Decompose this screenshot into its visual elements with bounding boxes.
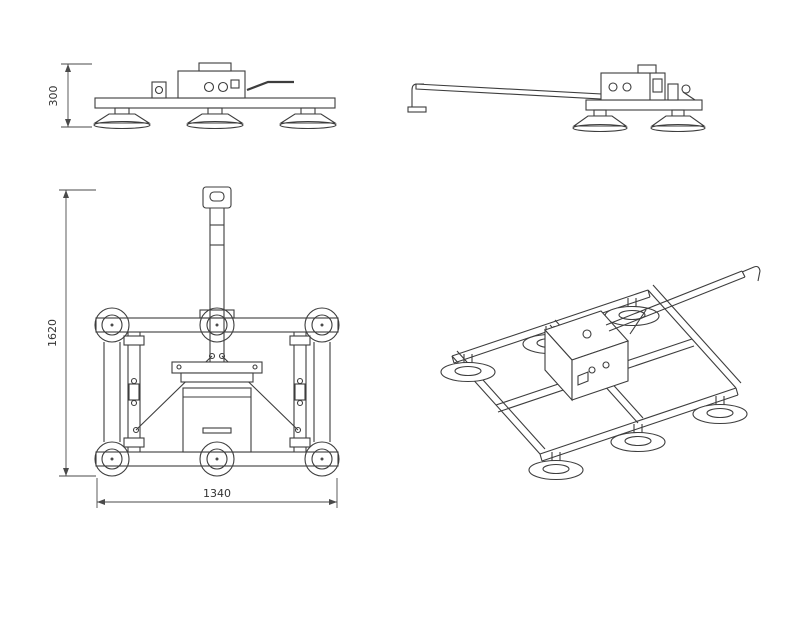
control-box-3d: [544, 310, 629, 402]
mast: [199, 208, 235, 376]
suction-cup: [94, 441, 130, 477]
body-beam: [585, 99, 703, 111]
view-side-elevation: 300: [47, 62, 337, 130]
suction-cup: [304, 441, 340, 477]
dimension-front-height: 1620: [46, 189, 96, 477]
suction-cup: [650, 109, 706, 133]
lifting-arm: [605, 265, 761, 335]
suction-cup: [692, 396, 748, 425]
suction-cup: [528, 452, 584, 481]
suction-cup: [610, 424, 666, 453]
lifting-eye: [151, 81, 167, 99]
suction-cup: [186, 107, 244, 130]
suction-cup: [440, 354, 496, 383]
hook: [741, 265, 761, 282]
dimension-side-height: 300: [47, 63, 92, 128]
suction-cup: [94, 307, 130, 343]
lifting-lug: [582, 329, 592, 339]
control-box: [600, 64, 666, 101]
hook-foot: [407, 106, 427, 113]
view-side-arm: [407, 64, 706, 133]
suction-cup: [304, 307, 340, 343]
dim-label-1620: 1620: [46, 319, 59, 347]
side-channel-right: [289, 332, 311, 452]
dim-label-300: 300: [47, 86, 60, 107]
suction-cup: [199, 441, 235, 477]
control-box: [182, 387, 252, 453]
suction-cup: [279, 107, 337, 130]
dimension-front-width: 1340: [96, 478, 338, 508]
dim-label-1340: 1340: [203, 487, 231, 500]
view-isometric: [440, 265, 761, 481]
suction-cup: [572, 109, 628, 133]
mounting-plates: [171, 361, 263, 383]
main-beam: [94, 97, 336, 109]
hook-shackle: [202, 186, 232, 209]
view-front: 1620 1340: [46, 186, 340, 508]
handle-bar: [246, 80, 294, 92]
suction-cup: [199, 307, 235, 343]
rear-bracket: [667, 83, 696, 101]
suction-cup: [93, 107, 151, 130]
side-channel-left: [123, 332, 145, 452]
control-box: [177, 62, 246, 99]
frame-columns: [103, 342, 331, 442]
